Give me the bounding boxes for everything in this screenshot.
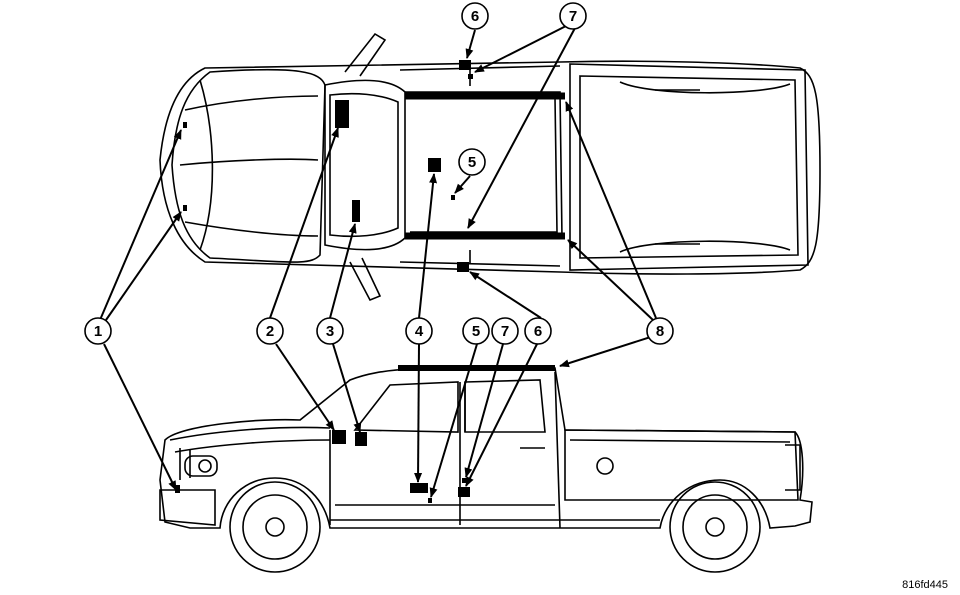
callout-1: 1 (84, 317, 112, 345)
truck-side-view (159, 365, 813, 573)
callout-3: 3 (316, 317, 344, 345)
marker-2-top (335, 100, 349, 128)
callout-6-top: 6 (461, 2, 489, 30)
marker-3-side (355, 432, 367, 446)
marker-1-top-b (183, 205, 187, 211)
marker-2-side (332, 430, 346, 444)
marker-3-top (352, 200, 360, 222)
svg-text:6: 6 (471, 8, 479, 25)
marker-6-top-b (457, 262, 469, 272)
svg-text:7: 7 (569, 8, 577, 25)
callout-8: 8 (646, 317, 674, 345)
callout-6: 6 (524, 317, 552, 345)
svg-text:5: 5 (472, 323, 480, 340)
leader-lines (99, 25, 661, 498)
marker-4-side (410, 483, 428, 493)
callout-5-top: 5 (458, 148, 486, 176)
svg-text:8: 8 (656, 323, 664, 340)
svg-text:5: 5 (468, 154, 476, 171)
truck-top-view (159, 32, 821, 302)
marker-1-side (175, 485, 180, 493)
marker-5-top (451, 195, 455, 200)
marker-7-top-a (468, 74, 473, 79)
svg-text:7: 7 (501, 323, 509, 340)
callouts-top: 6 7 5 (458, 2, 587, 176)
marker-6-side (458, 487, 470, 497)
marker-6-top-a (459, 60, 471, 70)
svg-text:4: 4 (415, 323, 424, 340)
callout-7: 7 (491, 317, 519, 345)
svg-text:2: 2 (266, 323, 274, 340)
svg-text:1: 1 (94, 323, 102, 340)
svg-text:3: 3 (326, 323, 334, 340)
figure-id: 816fd445 (902, 579, 948, 591)
side-view-markers (175, 430, 470, 503)
marker-7-side (462, 478, 467, 483)
callouts-side: 1 2 3 4 5 7 6 8 (84, 317, 674, 345)
marker-1-top-a (183, 122, 187, 128)
marker-7-top-b (464, 232, 469, 237)
callout-2: 2 (256, 317, 284, 345)
callout-4: 4 (405, 317, 433, 345)
callout-5: 5 (462, 317, 490, 345)
callout-7-top: 7 (559, 2, 587, 30)
top-view-markers (183, 60, 473, 272)
marker-5-side (428, 498, 432, 503)
marker-4-top (428, 158, 441, 172)
svg-text:6: 6 (534, 323, 542, 340)
